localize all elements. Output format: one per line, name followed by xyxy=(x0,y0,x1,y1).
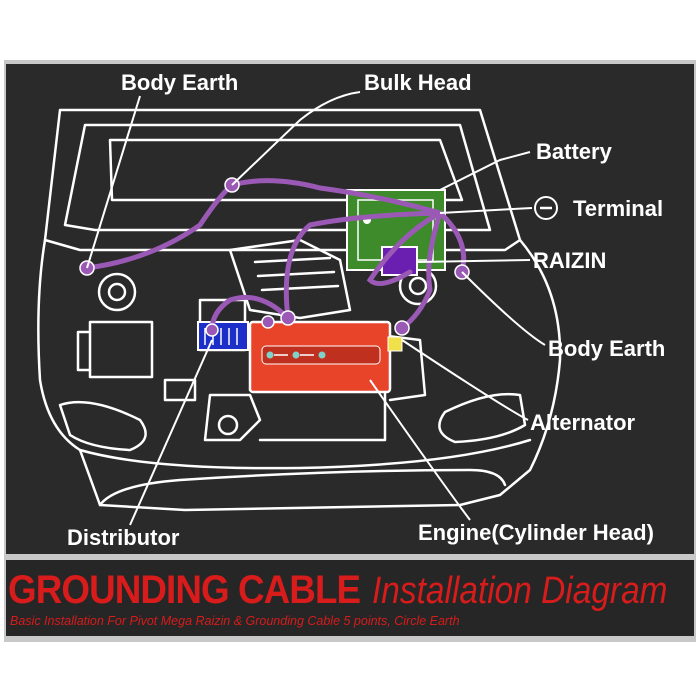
pulley xyxy=(217,414,239,436)
headlight-right xyxy=(438,392,527,444)
engine-cylinder-head xyxy=(248,320,403,394)
label-terminal: Terminal xyxy=(573,196,663,221)
label-battery: Battery xyxy=(536,139,613,164)
cable-distributor xyxy=(209,294,291,333)
cable-engine xyxy=(283,210,443,321)
ground-point-alternator xyxy=(394,320,410,336)
label-body-earth-left: Body Earth xyxy=(121,70,238,95)
spark-plug-3 xyxy=(318,351,326,359)
leader-terminal xyxy=(439,207,533,214)
caption: Basic Installation For Pivot Mega Raizin… xyxy=(10,614,460,628)
leader-engine xyxy=(369,379,471,521)
oil-filter xyxy=(203,393,262,442)
distributor xyxy=(197,321,249,351)
minus-circle-icon xyxy=(534,196,558,220)
label-raizin: RAIZIN xyxy=(533,248,606,273)
spark-plug-1 xyxy=(266,351,274,359)
engine-lower xyxy=(248,388,387,442)
leader-bulk-head xyxy=(231,91,361,186)
spark-plug-2 xyxy=(292,351,300,359)
intake-runners xyxy=(253,256,340,292)
label-distributor: Distributor xyxy=(67,525,180,550)
sensor-box xyxy=(163,378,197,402)
ground-point-distributor xyxy=(205,323,219,337)
grille-line xyxy=(98,468,507,507)
leader-battery xyxy=(439,151,531,191)
strut-tower-left-inner xyxy=(107,282,127,302)
strut-tower-right-inner xyxy=(408,276,428,296)
title-banner xyxy=(6,560,694,636)
strut-tower-left xyxy=(97,272,137,312)
leader-body-earth-right xyxy=(461,271,546,346)
leader-lines xyxy=(86,91,546,526)
alternator-terminal xyxy=(387,336,403,352)
title-sub: Installation Diagram xyxy=(372,570,668,612)
leader-alternator xyxy=(401,339,529,421)
hood-panel xyxy=(108,138,464,202)
leader-raizin xyxy=(417,259,531,263)
label-bulk-head: Bulk Head xyxy=(364,70,472,95)
leader-body-earth-left xyxy=(86,95,141,269)
car-outline xyxy=(37,108,562,512)
cable-raizin xyxy=(366,210,443,287)
ground-point-engine-2 xyxy=(261,315,275,329)
ground-point-engine xyxy=(280,310,296,326)
air-box-flange xyxy=(76,330,92,372)
leader-distributor xyxy=(129,339,213,526)
cable-alternator xyxy=(399,210,443,331)
air-box xyxy=(88,320,154,379)
hood-inner xyxy=(63,123,492,232)
ground-points xyxy=(79,177,470,337)
headlight-left xyxy=(58,400,147,452)
title-main: GROUNDING CABLE xyxy=(8,568,361,612)
label-body-earth-right: Body Earth xyxy=(548,336,665,361)
bumper-line xyxy=(78,438,532,470)
label-engine: Engine(Cylinder Head) xyxy=(418,520,654,545)
label-alternator: Alternator xyxy=(530,410,636,435)
